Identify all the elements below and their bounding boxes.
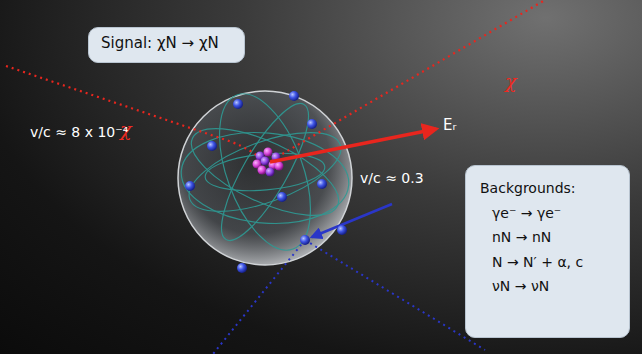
particle-label: χ bbox=[505, 70, 517, 92]
recoil-arrow bbox=[270, 129, 436, 162]
signal-box: Signal: χN → χN bbox=[88, 27, 245, 63]
electrons bbox=[185, 91, 347, 273]
background-particle-arrow bbox=[312, 204, 392, 237]
scattered-track bbox=[213, 240, 305, 354]
atom-sphere bbox=[178, 91, 352, 265]
velocity-label: v/c ≈ 8 x 10⁻⁴ bbox=[30, 124, 128, 140]
incoming-particle-track bbox=[6, 66, 262, 160]
scattered-track bbox=[305, 240, 485, 350]
recoil-energy-label: Eᵣ bbox=[443, 116, 456, 134]
reaction-line: nN → nN bbox=[480, 225, 615, 250]
backgrounds-box: Backgrounds:γe⁻ → γe⁻nN → nNN → N′ + α, … bbox=[465, 165, 630, 338]
velocity-label: v/c ≈ 0.3 bbox=[360, 170, 424, 186]
electron-orbits bbox=[177, 82, 352, 262]
box-heading: Signal: χN → χN bbox=[101, 34, 232, 54]
reaction-line: N → N′ + α, c bbox=[480, 250, 615, 275]
box-heading: Backgrounds: bbox=[480, 176, 615, 201]
reaction-line: νN → νN bbox=[480, 274, 615, 299]
reaction-line: γe⁻ → γe⁻ bbox=[480, 201, 615, 226]
